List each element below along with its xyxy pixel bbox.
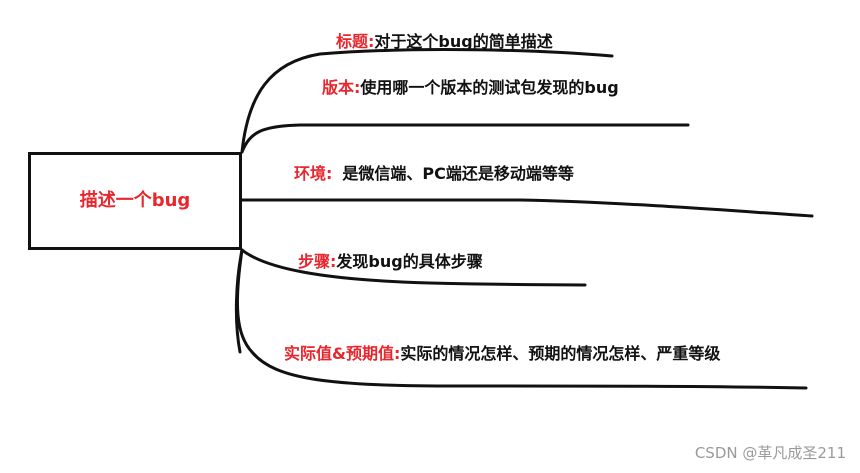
branch-line-environment: [240, 198, 814, 218]
branch-actual-expected-key: 实际值&预期值:: [284, 344, 401, 363]
branch-environment-key: 环境:: [294, 164, 333, 183]
branch-version: 版本:使用哪一个版本的测试包发现的bug: [322, 80, 619, 96]
branch-steps-key: 步骤:: [298, 252, 337, 271]
root-node: 描述一个bug: [28, 152, 242, 250]
watermark: CSDN @革凡成圣211: [694, 444, 846, 462]
branch-version-value: 使用哪一个版本的测试包发现的bug: [360, 78, 619, 97]
bracket-trunk: [234, 248, 244, 354]
root-label: 描述一个bug: [79, 190, 191, 211]
branch-environment-value: 是微信端、PC端还是移动端等等: [342, 164, 574, 183]
branch-steps: 步骤:发现bug的具体步骤: [298, 254, 483, 270]
branch-actual-expected-value: 实际的情况怎样、预期的情况怎样、严重等级: [400, 344, 721, 363]
branch-environment: 环境: 是微信端、PC端还是移动端等等: [294, 166, 574, 182]
branch-version-key: 版本:: [322, 78, 361, 97]
branch-title: 标题:对于这个bug的简单描述: [336, 34, 553, 50]
branch-line-title: [240, 48, 614, 154]
branch-line-steps: [240, 248, 587, 287]
branch-actual-expected: 实际值&预期值:实际的情况怎样、预期的情况怎样、严重等级: [284, 346, 720, 362]
branch-steps-value: 发现bug的具体步骤: [336, 252, 483, 271]
branch-line-actual-expected: [235, 248, 808, 390]
branch-line-version: [240, 123, 690, 154]
branch-title-key: 标题:: [336, 32, 375, 51]
branch-title-value: 对于这个bug的简单描述: [374, 32, 553, 51]
